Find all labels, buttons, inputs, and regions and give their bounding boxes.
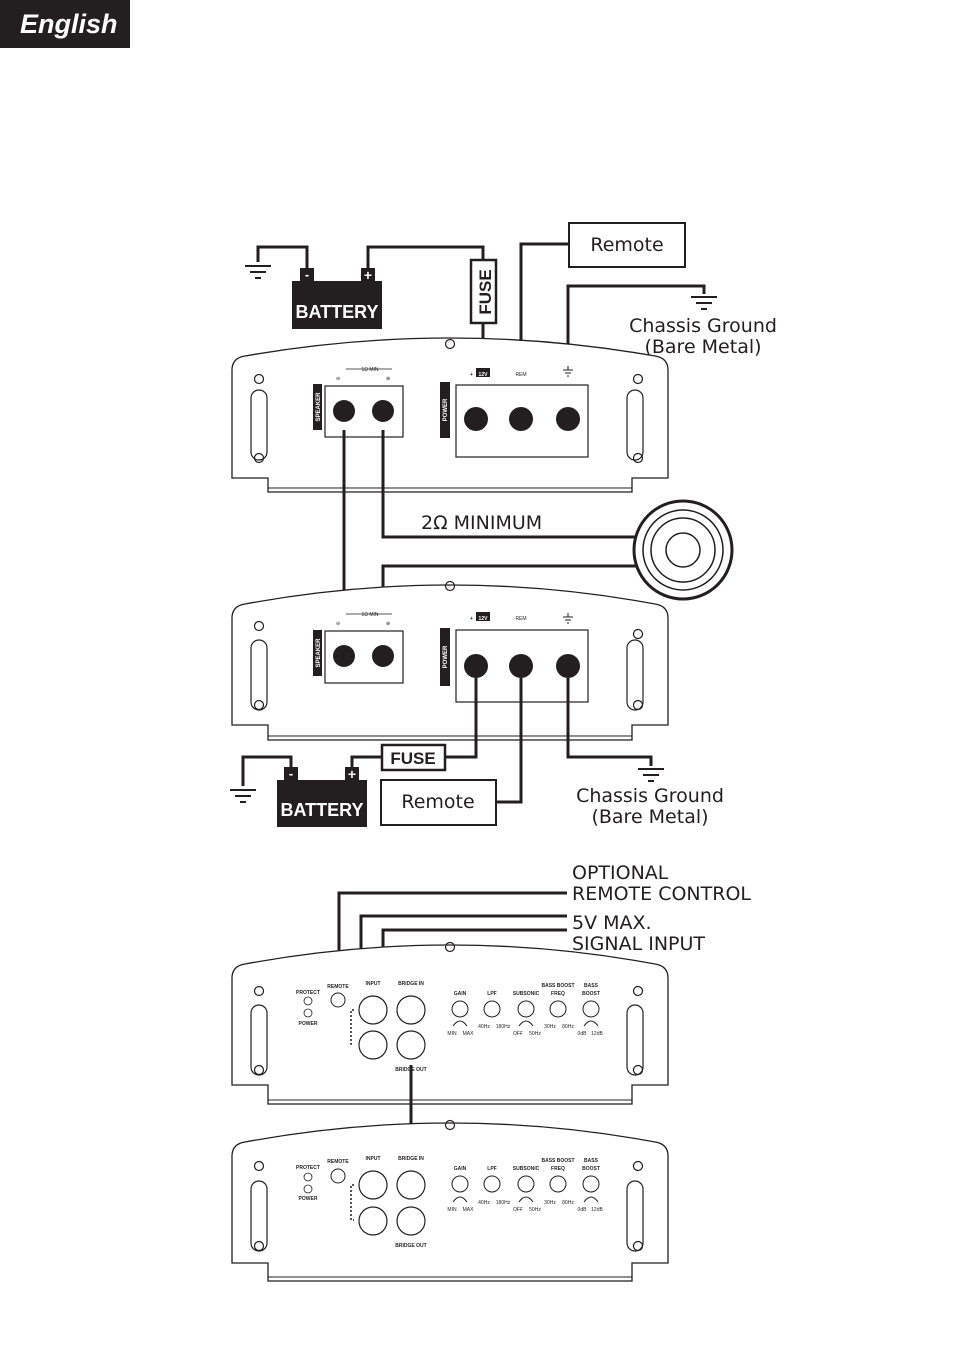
svg-text:PROTECT: PROTECT xyxy=(296,990,320,996)
remote-box-bottom: Remote xyxy=(380,779,497,826)
svg-text:⊕: ⊕ xyxy=(386,621,390,627)
svg-text:BASS BOOST: BASS BOOST xyxy=(541,983,574,989)
svg-text:REM: REM xyxy=(515,372,526,378)
max-label-1: 5V MAX. xyxy=(572,912,652,934)
impedance-label: 2Ω MINIMUM xyxy=(421,512,542,534)
chassis-ground-top-1: Chassis Ground xyxy=(629,315,777,337)
svg-text:BRIDGE OUT: BRIDGE OUT xyxy=(395,1243,426,1249)
svg-text:LPF: LPF xyxy=(487,991,496,997)
amplifier-1: SPEAKER ⊖ ⊕ 1Ω MIN POWER + 12V REM xyxy=(231,337,669,493)
svg-text:INPUT: INPUT xyxy=(366,1156,381,1162)
svg-text:SPEAKER: SPEAKER xyxy=(316,638,322,668)
svg-text:REMOTE: REMOTE xyxy=(327,1159,349,1165)
svg-text:50Hz: 50Hz xyxy=(529,1207,541,1213)
svg-text:POWER: POWER xyxy=(443,645,449,668)
svg-text:REMOTE: REMOTE xyxy=(327,984,349,990)
svg-text:SUBSONIC: SUBSONIC xyxy=(513,1166,540,1172)
svg-text:-: - xyxy=(305,267,309,282)
svg-text:FREQ: FREQ xyxy=(551,1166,565,1172)
language-tab: English xyxy=(0,0,130,48)
svg-text:SUBSONIC: SUBSONIC xyxy=(513,991,540,997)
svg-text:BRIDGE IN: BRIDGE IN xyxy=(398,981,424,987)
svg-text:POWER: POWER xyxy=(299,1196,318,1202)
svg-text:OFF: OFF xyxy=(513,1207,523,1213)
chassis-ground-bottom-2: (Bare Metal) xyxy=(591,806,708,828)
chassis-ground-bottom-1: Chassis Ground xyxy=(576,785,724,807)
svg-text:GAIN: GAIN xyxy=(454,991,467,997)
svg-text:1Ω MIN: 1Ω MIN xyxy=(361,612,378,618)
svg-text:BASS: BASS xyxy=(584,1158,599,1164)
svg-text:SPEAKER: SPEAKER xyxy=(316,392,322,422)
svg-text:INPUT: INPUT xyxy=(366,981,381,987)
svg-text:MAX: MAX xyxy=(463,1207,475,1213)
svg-text:+: + xyxy=(470,616,473,622)
svg-text:POWER: POWER xyxy=(443,398,449,421)
svg-text:BASS BOOST: BASS BOOST xyxy=(541,1158,574,1164)
svg-text:MIN: MIN xyxy=(447,1031,457,1037)
svg-text:180Hz: 180Hz xyxy=(496,1200,511,1206)
svg-text:FREQ: FREQ xyxy=(551,991,565,997)
svg-text:MAX: MAX xyxy=(463,1031,475,1037)
svg-text:80Hz: 80Hz xyxy=(562,1200,574,1206)
amplifier-3: PROTECT POWER REMOTE INPUT BRIDGE IN BRI… xyxy=(231,941,669,1105)
svg-text:12dB: 12dB xyxy=(591,1207,603,1213)
svg-text:FUSE: FUSE xyxy=(476,269,495,314)
battery-bottom: - + BATTERY xyxy=(277,766,367,827)
svg-text:GAIN: GAIN xyxy=(454,1166,467,1172)
svg-text:FUSE: FUSE xyxy=(390,749,435,768)
svg-text:LPF: LPF xyxy=(487,1166,496,1172)
svg-text:30Hz: 30Hz xyxy=(544,1200,556,1206)
svg-text:PROTECT: PROTECT xyxy=(296,1165,320,1171)
remote-box-top: Remote xyxy=(568,222,686,268)
svg-text:1Ω MIN: 1Ω MIN xyxy=(361,367,378,373)
fuse-bottom: FUSE xyxy=(380,743,447,772)
svg-text:12V: 12V xyxy=(479,616,489,622)
svg-text:Remote: Remote xyxy=(590,234,663,256)
amplifier-2: SPEAKER ⊖ ⊕ 1Ω MIN POWER + 12V REM xyxy=(231,580,669,741)
max-label-2: SIGNAL INPUT xyxy=(572,933,705,955)
svg-text:+: + xyxy=(364,267,372,283)
speaker-icon xyxy=(632,499,734,601)
svg-text:⊖: ⊖ xyxy=(336,376,340,382)
svg-text:BRIDGE IN: BRIDGE IN xyxy=(398,1156,424,1162)
svg-text:40Hz: 40Hz xyxy=(478,1200,490,1206)
svg-text:POWER: POWER xyxy=(299,1021,318,1027)
svg-text:Remote: Remote xyxy=(401,791,474,813)
svg-text:+: + xyxy=(348,766,356,782)
svg-text:OFF: OFF xyxy=(513,1031,523,1037)
svg-text:⊖: ⊖ xyxy=(336,621,340,627)
svg-text:+: + xyxy=(470,372,473,378)
battery-label: BATTERY xyxy=(296,302,379,322)
svg-text:50Hz: 50Hz xyxy=(529,1031,541,1037)
optional-label-1: OPTIONAL xyxy=(572,862,669,884)
svg-text:⊕: ⊕ xyxy=(386,376,390,382)
svg-text:0dB: 0dB xyxy=(578,1031,588,1037)
svg-text:-: - xyxy=(289,766,293,781)
svg-text:REM: REM xyxy=(515,616,526,622)
svg-text:12dB: 12dB xyxy=(591,1031,603,1037)
svg-text:BOOST: BOOST xyxy=(582,1166,600,1172)
chassis-ground-top-2: (Bare Metal) xyxy=(644,336,761,358)
svg-text:BOOST: BOOST xyxy=(582,991,600,997)
fuse-top: FUSE xyxy=(469,258,498,325)
amplifier-4: PROTECT POWER REMOTE INPUT BRIDGE IN BRI… xyxy=(231,1119,669,1282)
svg-text:BASS: BASS xyxy=(584,983,599,989)
svg-text:40Hz: 40Hz xyxy=(478,1024,490,1030)
svg-text:0dB: 0dB xyxy=(578,1207,588,1213)
svg-text:80Hz: 80Hz xyxy=(562,1024,574,1030)
optional-label-2: REMOTE CONTROL xyxy=(572,883,751,905)
svg-text:30Hz: 30Hz xyxy=(544,1024,556,1030)
svg-text:BATTERY: BATTERY xyxy=(281,800,364,820)
svg-text:MIN: MIN xyxy=(447,1207,457,1213)
battery-top: - + BATTERY xyxy=(292,267,382,329)
svg-text:180Hz: 180Hz xyxy=(496,1024,511,1030)
svg-text:12V: 12V xyxy=(479,372,489,378)
